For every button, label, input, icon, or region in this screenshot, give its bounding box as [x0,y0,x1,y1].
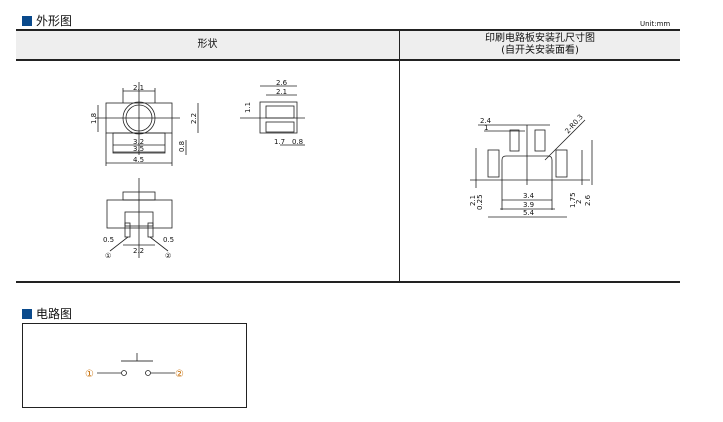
front-view-drawing: 2.1 1.8 2.2 0.8 3.2 3.5 4.5 [90,82,199,166]
table-header: 形状 印刷电路板安装孔尺寸图 (自开关安装面看) [16,31,680,61]
circuit-pin1-label: ① [85,369,94,380]
header-pcb-line1: 印刷电路板安装孔尺寸图 [485,33,595,44]
dim-front-leg: 0.8 [178,141,186,152]
header-shape: 形状 [16,31,399,59]
dim-pcb-w1: 3.4 [523,192,535,200]
dim-front-right: 2.2 [190,113,198,124]
circuit-title-text: 电路图 [36,307,73,321]
circuit-diagram-box: ① ② [22,323,247,408]
dim-front-left: 1.8 [90,113,98,124]
dim-bottom-pin-left: 0.5 [103,236,114,244]
circuit-pin2-label: ② [175,369,184,380]
side-view-drawing: 2.6 2.1 1.1 1.7 0.8 [240,79,305,146]
header-pcb-line2: (自开关安装面看) [501,45,579,56]
dim-front-top: 2.1 [133,84,144,92]
dim-pcb-left-outer: 2.1 [469,195,477,206]
dim-pcb-r3: 2.6 [584,194,592,206]
dim-side-inner: 2.1 [276,88,287,96]
dim-pcb-r2: 2 [575,200,583,204]
dim-pcb-w3: 5.4 [523,209,535,217]
header-shape-text: 形状 [197,39,218,50]
outline-title-text: 外形图 [36,14,73,28]
dim-front-d1: 3.2 [133,138,144,146]
dim-front-d3: 4.5 [133,156,144,164]
dim-side-height: 1.1 [244,102,252,113]
dim-pcb-radius: 2-R0.3 [564,113,585,135]
section-marker-icon [22,308,32,319]
unit-label: Unit:mm [640,20,671,28]
dim-pcb-r1: 1.75 [569,192,577,208]
pcb-layout-drawing: 2.4 1 2-R0.3 2.1 0.25 3.4 3.9 5.4 1.75 2… [469,113,593,218]
pin2-label: ② [165,252,171,260]
dim-pcb-w2: 3.9 [523,201,534,209]
pin1-label: ① [105,252,111,260]
dim-side-bottom-right: 0.8 [292,138,303,146]
dim-side-bottom-left: 1.7 [274,138,285,146]
switch-symbol: ① ② [85,353,184,380]
dim-bottom-pitch: 2.2 [133,247,144,255]
outline-section-title: 外形图 [22,12,72,29]
dim-pcb-top-outer: 2.4 [480,117,492,125]
header-pcb: 印刷电路板安装孔尺寸图 (自开关安装面看) [400,31,680,59]
dim-side-overall: 2.6 [276,79,288,87]
circuit-section-title: 电路图 [22,305,72,322]
dim-pcb-top-inner: 1 [484,124,488,132]
dim-bottom-pin-right: 0.5 [163,236,174,244]
dim-pcb-left-inner: 0.25 [476,194,484,210]
bottom-view-drawing: 0.5 0.5 2.2 ① ② [103,178,174,260]
section-marker-icon [22,15,32,26]
dimension-table: 形状 印刷电路板安装孔尺寸图 (自开关安装面看) [16,29,680,283]
column-divider [399,31,400,281]
dim-front-d2: 3.5 [133,145,144,153]
